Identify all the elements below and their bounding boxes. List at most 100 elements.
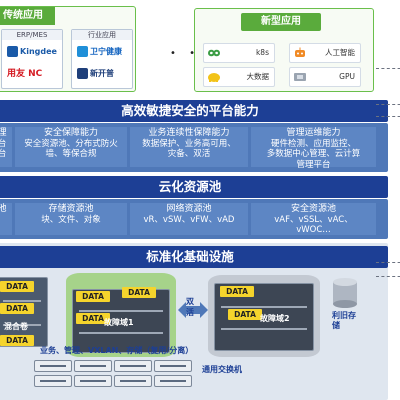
switch-icon: [114, 375, 152, 387]
cloud-cell-storage: 存储资源池 块、文件、对象: [15, 203, 127, 235]
gpu-label: GPU: [339, 72, 355, 81]
kingdee-label: Kingdee 金蝶: [20, 47, 60, 56]
platform-cell-title: 理: [0, 128, 7, 138]
rack-divider: [221, 306, 307, 308]
platform-cell-continuity: 业务连续性保障能力 数据保护、业务高可用、 灾备、双活: [130, 127, 248, 167]
storage-cylinder-icon: [333, 278, 357, 308]
platform-cell-line: 硬件检测、应用监控、: [270, 138, 356, 149]
platform-layer-title: 高效敏捷安全的平台能力: [0, 100, 388, 122]
xinkaipu-icon: [77, 68, 88, 79]
platform-cell-line: 墙、等保合规: [45, 149, 97, 159]
network-types-label: 业务、管理、VXLAN、存储（复用/分离）: [40, 346, 194, 355]
bigdata-chip: 大数据: [203, 67, 275, 87]
dashed-connector: [376, 116, 400, 117]
platform-cell-line: 管理平台: [296, 159, 331, 170]
cloud-cell-line: vWOC…: [296, 225, 331, 235]
switch-icon: [34, 360, 72, 372]
rack-divider: [79, 310, 163, 312]
dashed-connector: [376, 68, 400, 69]
cloud-cell-network: 网络资源池 vR、vSW、vFW、vAD: [130, 203, 248, 235]
cloud-cell-security: 安全资源池 vAF、vSSL、vAC、 vWOC…: [251, 203, 376, 235]
cloud-cell-title: 安全资源池: [290, 204, 336, 214]
cloud-cell-line: 块、文件、对象: [41, 214, 101, 225]
platform-cell-line: 多数据中心管理、云计算: [266, 149, 361, 159]
yonyou-logo: 用友 NC: [4, 66, 60, 82]
data-tag: DATA: [76, 313, 110, 324]
industry-apps-group: 行业应用 卫宁健康 新开普: [71, 29, 133, 89]
new-apps-title: 新型应用: [241, 13, 321, 31]
weining-icon: [77, 46, 88, 57]
platform-cell-operations: 管理运维能力 硬件检测、应用监控、 多数据中心管理、云计算 管理平台: [251, 127, 376, 170]
switch-icon: [154, 375, 192, 387]
switch-icon: [154, 360, 192, 372]
erp-mes-title: ERP/MES: [2, 30, 62, 40]
cloud-cell-line: vAF、vSSL、vAC、: [274, 214, 353, 225]
mixed-volume-label: 混合卷: [4, 322, 28, 331]
cloud-pool-layer-title: 云化资源池: [0, 176, 388, 198]
cloud-pool-panel: 池 存储资源池 块、文件、对象 网络资源池 vR、vSW、vFW、vAD 安全资…: [0, 199, 388, 239]
platform-cell-line: 数据保护、业务高可用、: [142, 138, 236, 149]
cloud-cell-compute: 池: [0, 203, 12, 235]
platform-cell-management: 理 台 台: [0, 127, 12, 167]
weining-label: 卫宁健康: [90, 47, 122, 56]
platform-capability-panel: 理 台 台 安全保障能力 安全资源池、分布式防火 墙、等保合规 业务连续性保障能…: [0, 123, 388, 172]
switch-icon: [34, 375, 72, 387]
dashed-connector: [376, 104, 400, 105]
ai-label: 人工智能: [325, 48, 355, 57]
data-tag: DATA: [0, 281, 34, 292]
xinkaipu-logo: 新开普: [74, 66, 130, 82]
k8s-label: k8s: [255, 48, 269, 57]
platform-cell-line: 台: [0, 138, 7, 149]
data-tag: DATA: [220, 286, 254, 297]
dual-active-arrow-icon: [178, 302, 208, 318]
cloud-cell-title: 存储资源池: [48, 204, 94, 214]
ai-chip: 人工智能: [289, 43, 361, 63]
infrastructure-layer: 标准化基础设施 DATA DATA 混合卷 DATA DATA DATA DAT…: [0, 243, 388, 400]
rack-divider: [221, 328, 307, 330]
switch-label: 通用交换机: [202, 365, 242, 374]
switch-icon: [114, 360, 152, 372]
platform-cell-line: 台: [0, 149, 7, 159]
fault-domain-2-label: 故障域2: [260, 314, 290, 323]
kingdee-logo: Kingdee 金蝶: [4, 44, 60, 60]
platform-cell-security: 安全保障能力 安全资源池、分布式防火 墙、等保合规: [15, 127, 127, 167]
switch-icon: [74, 375, 112, 387]
application-layer: 传统应用 ERP/MES Kingdee 金蝶 用友 NC 行业应用 卫宁健康 …: [0, 0, 400, 92]
cloud-cell-title: 网络资源池: [166, 204, 212, 214]
erp-mes-group: ERP/MES Kingdee 金蝶 用友 NC: [1, 29, 63, 89]
platform-cell-title: 管理运维能力: [286, 128, 341, 138]
platform-cell-line: 安全资源池、分布式防火: [24, 138, 118, 149]
reuse-storage-label: 利旧存储: [332, 311, 356, 330]
cloud-cell-line: vR、vSW、vFW、vAD: [143, 214, 235, 225]
dashed-connector: [376, 262, 400, 263]
data-tag: DATA: [0, 335, 34, 346]
k8s-chip: k8s: [203, 43, 275, 63]
data-tag: DATA: [76, 291, 110, 302]
xinkaipu-label: 新开普: [90, 69, 114, 78]
platform-cell-title: 业务连续性保障能力: [148, 128, 230, 138]
data-tag: DATA: [122, 287, 156, 298]
data-tag: DATA: [0, 303, 34, 314]
data-tag: DATA: [228, 309, 262, 320]
platform-cell-line: 灾备、双活: [167, 149, 211, 159]
rack-divider: [3, 324, 41, 326]
fault-domain-1-label: 故障域1: [104, 318, 134, 327]
ai-robot-icon: [295, 47, 305, 57]
weining-logo: 卫宁健康: [74, 44, 130, 60]
infrastructure-title: 标准化基础设施: [0, 246, 388, 268]
gpu-chip: GPU: [289, 67, 361, 87]
more-apps-ellipsis: • • •: [170, 48, 214, 59]
yonyou-label: 用友 NC: [7, 69, 43, 79]
rack-divider: [79, 332, 163, 334]
rack-divider: [3, 300, 41, 302]
legacy-apps-box: 传统应用 ERP/MES Kingdee 金蝶 用友 NC 行业应用 卫宁健康 …: [0, 6, 136, 92]
elephant-icon: [208, 73, 220, 82]
dashed-connector: [376, 276, 400, 277]
kingdee-icon: [7, 46, 18, 57]
switch-icon: [74, 360, 112, 372]
new-apps-box: 新型应用 k8s 人工智能 大数据: [194, 8, 374, 92]
infinity-icon: [207, 49, 221, 57]
gpu-chip-icon: [294, 73, 306, 81]
legacy-apps-title: 传统应用: [0, 7, 55, 25]
industry-apps-title: 行业应用: [72, 30, 132, 40]
